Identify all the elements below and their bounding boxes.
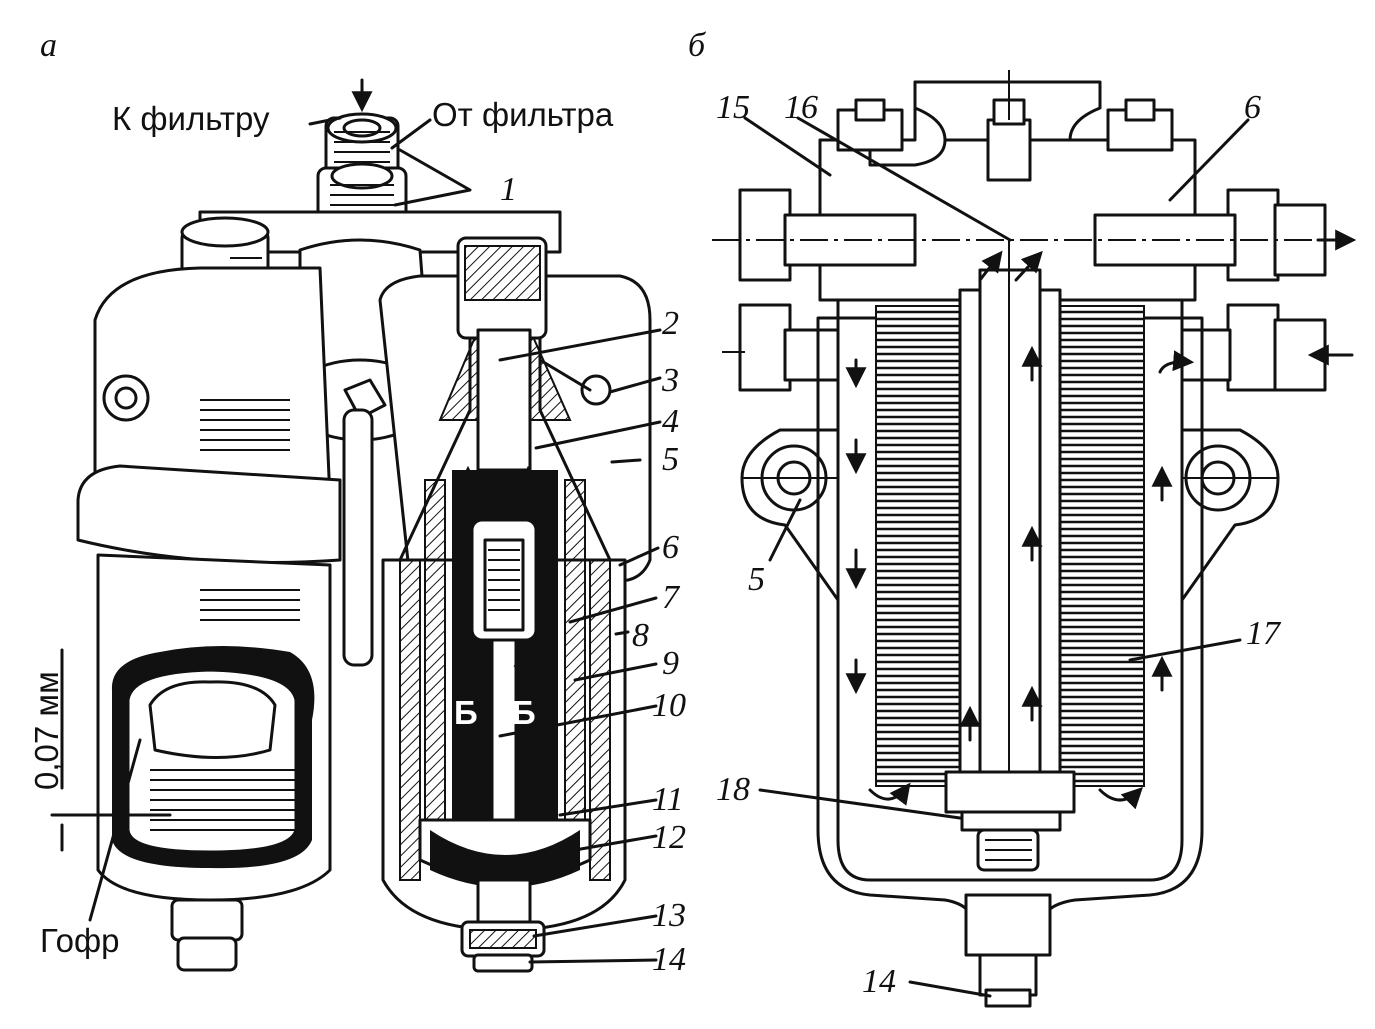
flow-arrows-b [845,250,1195,810]
leaders-a [50,78,662,964]
callout-b-5: 5 [748,561,765,598]
callout-b-14: 14 [862,963,896,1000]
callout-a-12: 12 [652,819,686,856]
callout-a-3: 3 [661,362,679,399]
filter-element-b [875,240,1145,872]
callout-a-11: 11 [652,781,683,818]
callout-a-8: 8 [632,617,649,654]
from-filter-label: От фильтра [432,96,614,133]
panel-a-label: а [40,27,57,64]
gofr-label: Гофр [40,922,120,959]
callout-a-1: 1 [500,171,517,208]
leaders-b [743,116,1250,998]
panel-b-label: б [688,27,707,64]
callout-b-6: 6 [1244,89,1261,126]
callout-b-17: 17 [1246,615,1282,652]
callout-a-5: 5 [662,441,679,478]
panel-a-drawing: а [28,27,686,978]
callout-a-9: 9 [662,645,679,682]
callout-b-16: 16 [784,89,818,126]
panel-b-drawing: б [688,27,1357,1008]
to-filter-label: К фильтру [112,100,270,137]
flow-b-left: Б [454,694,478,731]
callout-b-15: 15 [716,89,750,126]
flow-b-right: Б [512,694,536,731]
left-housing-a [76,216,342,972]
right-housing-section-a [378,236,652,973]
callout-a-13: 13 [652,897,686,934]
callout-b-18: 18 [716,771,750,808]
callout-a-4: 4 [662,403,679,440]
thickness-label: 0,07 мм [28,671,65,790]
callout-a-10: 10 [652,687,686,724]
callout-a-7: 7 [662,579,681,616]
callout-a-6: 6 [662,529,679,566]
callout-a-14: 14 [652,941,686,978]
callout-a-2: 2 [662,305,679,342]
